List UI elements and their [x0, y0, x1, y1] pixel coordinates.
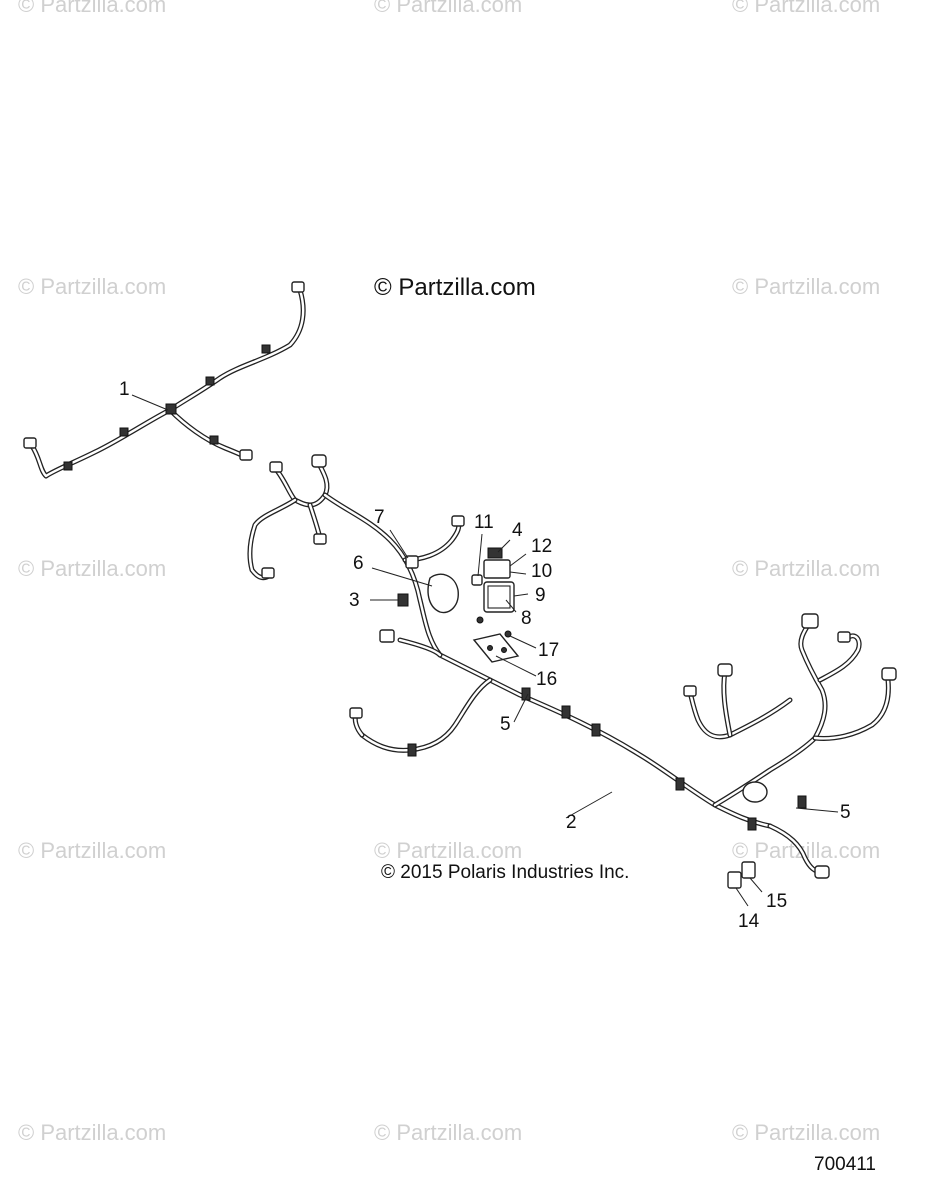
callout-15[interactable]: 15	[766, 891, 788, 912]
watermark: © Partzilla.com	[374, 0, 523, 17]
watermark: © Partzilla.com	[732, 274, 881, 299]
callout-12[interactable]: 12	[531, 536, 553, 557]
callout-1[interactable]: 1	[119, 379, 130, 400]
watermark: © Partzilla.com	[374, 1120, 523, 1145]
callout-11[interactable]: 11	[474, 512, 494, 533]
watermark: © Partzilla.com	[374, 838, 523, 863]
callout-3[interactable]: 3	[349, 590, 360, 611]
callout-17[interactable]: 17	[538, 640, 560, 661]
watermark: © Partzilla.com	[18, 1120, 167, 1145]
watermark: © Partzilla.com	[18, 0, 167, 17]
callout-6[interactable]: 6	[353, 553, 364, 574]
leader-lines	[131, 394, 839, 907]
callout-8[interactable]: 8	[521, 608, 532, 629]
header-copyright: © Partzilla.com	[374, 274, 536, 301]
relay-module-drawing	[471, 547, 515, 613]
watermark: © Partzilla.com	[732, 1120, 881, 1145]
callout-14[interactable]: 14	[738, 911, 760, 932]
callout-16[interactable]: 16	[536, 669, 558, 690]
bracket-16-drawing	[472, 633, 520, 663]
callout-10[interactable]: 10	[531, 561, 553, 582]
callout-7[interactable]: 7	[374, 507, 385, 528]
watermark: © Partzilla.com	[18, 556, 167, 581]
callout-5[interactable]: 5	[500, 714, 511, 735]
harness-1-drawing	[23, 281, 306, 479]
harness-2-drawing	[247, 454, 897, 879]
callout-5[interactable]: 5	[840, 802, 851, 823]
callout-2[interactable]: 2	[566, 812, 577, 833]
caps-14-15-drawing	[727, 861, 756, 889]
figure-number: 700411	[814, 1154, 876, 1175]
watermark: © Partzilla.com	[18, 838, 167, 863]
watermark: © Partzilla.com	[732, 556, 881, 581]
callout-9[interactable]: 9	[535, 585, 546, 606]
watermark: © Partzilla.com	[732, 0, 881, 17]
callout-4[interactable]: 4	[512, 520, 523, 541]
footer-copyright: © 2015 Polaris Industries Inc.	[381, 862, 630, 883]
watermark: © Partzilla.com	[18, 274, 167, 299]
